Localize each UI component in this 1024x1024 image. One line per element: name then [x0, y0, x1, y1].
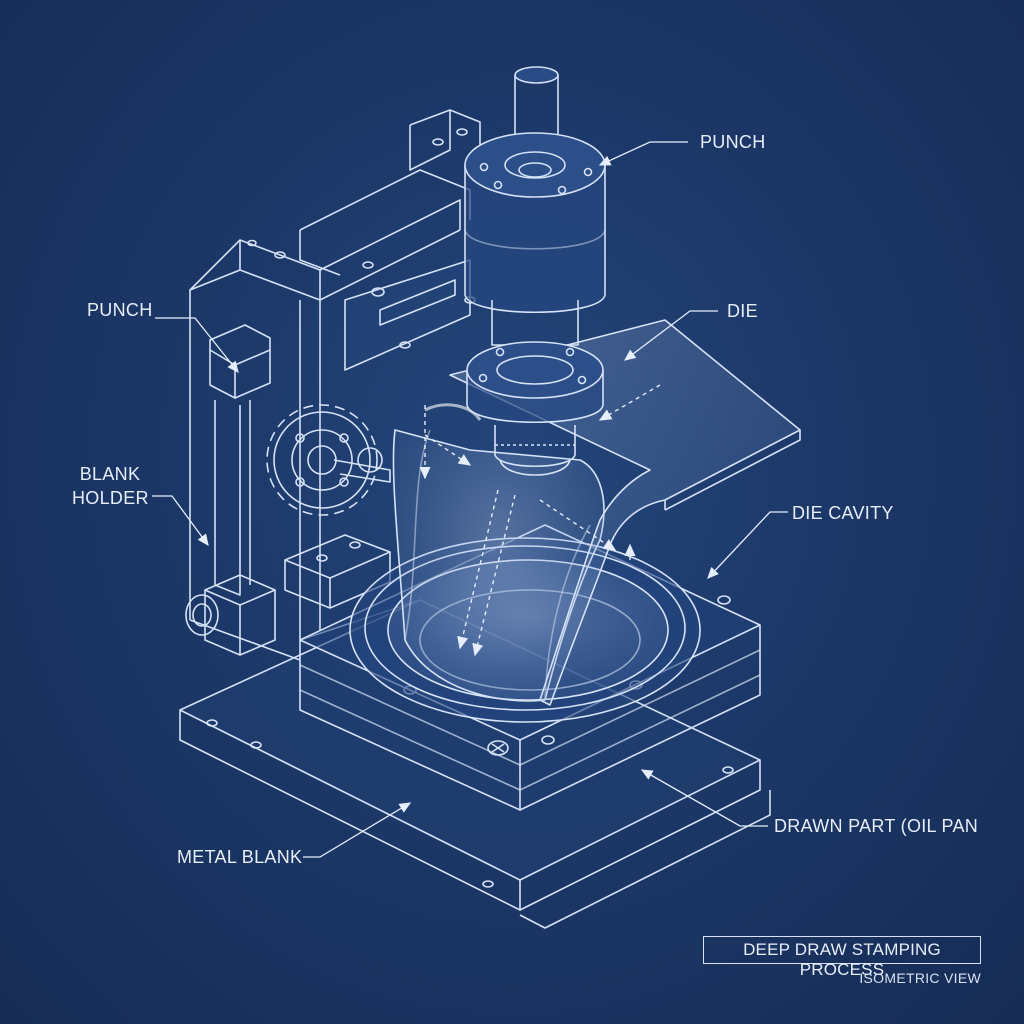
label-die-cavity: DIE CAVITY [792, 503, 894, 523]
label-die: DIE [727, 301, 758, 321]
leader-punch-top [598, 141, 688, 166]
drive-gear [266, 404, 391, 516]
base-plate [179, 599, 771, 929]
label-metal-blank: METAL BLANK [177, 847, 303, 867]
leader-blank-holder [152, 495, 209, 547]
label-punch-top: PUNCH [700, 132, 766, 152]
label-blank-holder-line2: HOLDER [72, 488, 149, 508]
leader-die-cavity [707, 511, 788, 579]
leader-die [623, 310, 718, 361]
label-blank-holder-line1: BLANK [79, 464, 141, 484]
leader-drawn-part [640, 769, 768, 827]
punch-assembly [464, 66, 606, 476]
label-punch-left: PUNCH [87, 300, 153, 320]
blank-holder-post [185, 324, 276, 656]
label-drawn-part: DRAWN PART (OIL PAN [774, 816, 979, 836]
leader-metal-blank [303, 802, 412, 858]
leader-punch-left [155, 317, 239, 374]
title-block: DEEP DRAW STAMPING PROCESS [703, 936, 981, 979]
flow-arrows [419, 384, 661, 657]
diagram-subtitle: ISOMETRIC VIEW [859, 970, 981, 986]
diagram-title: DEEP DRAW STAMPING PROCESS [743, 940, 941, 979]
